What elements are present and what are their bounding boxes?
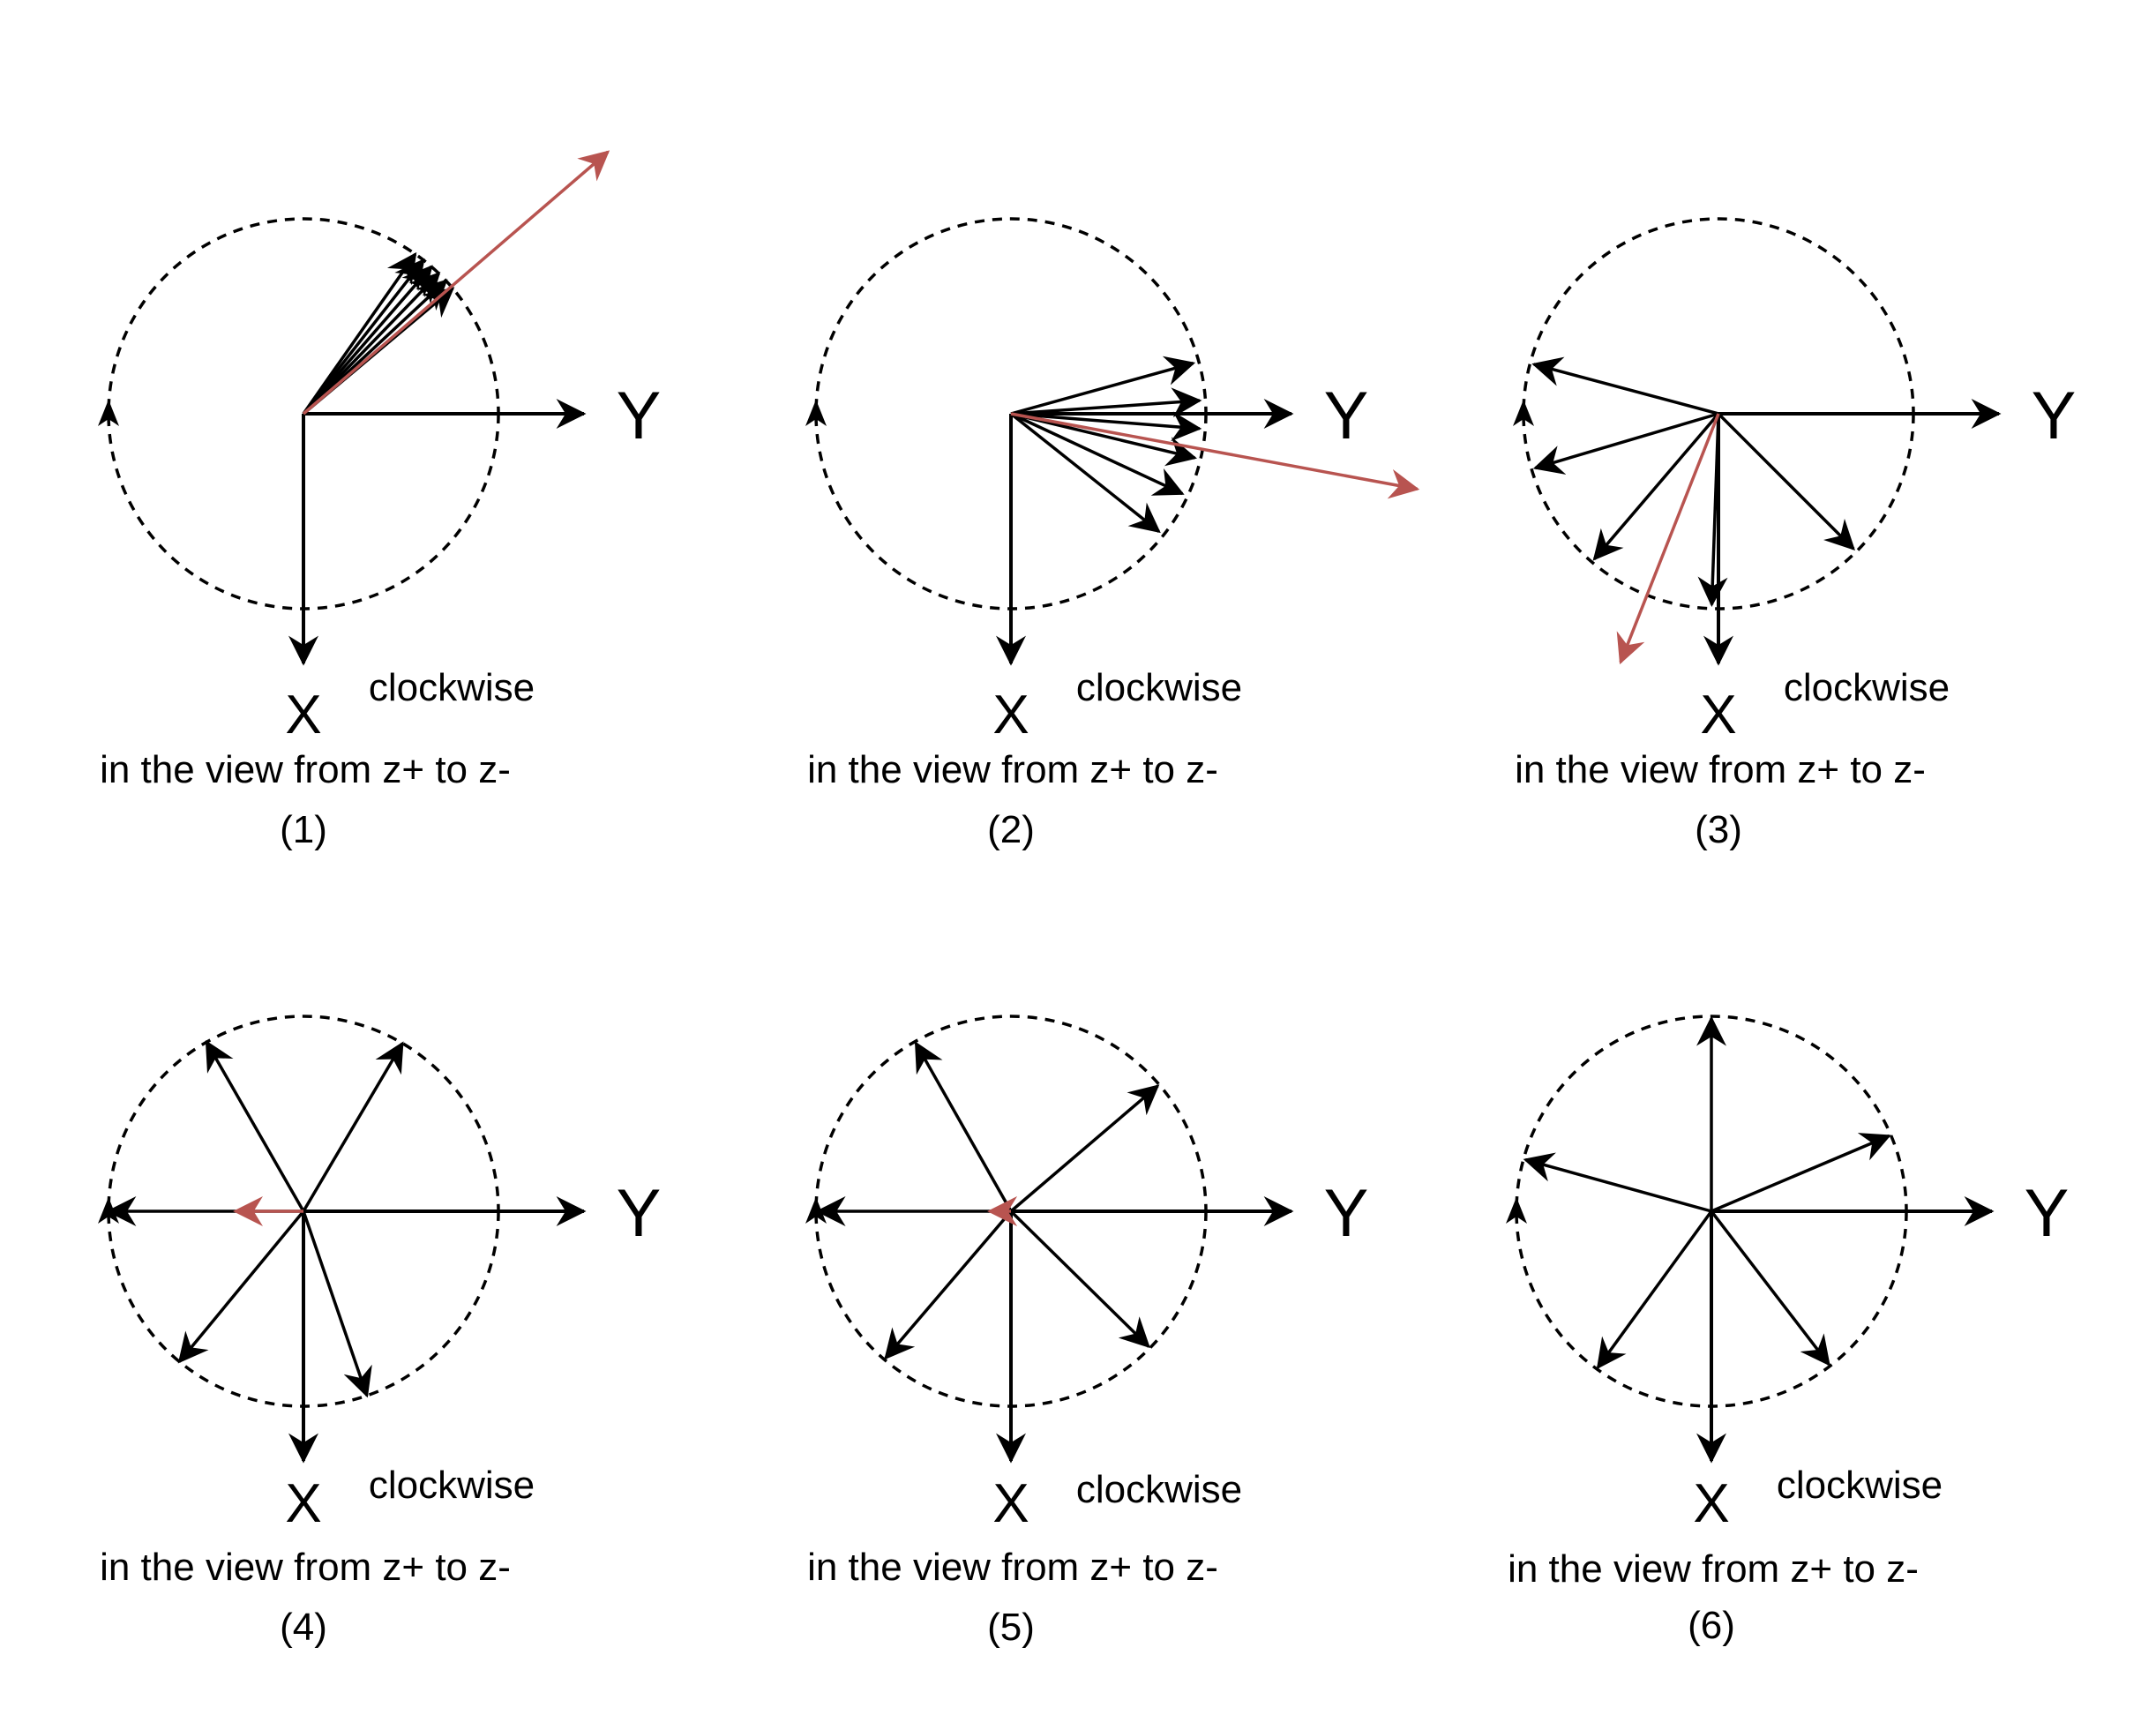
vector-arrow <box>1010 412 1185 496</box>
resultant-vector-arrow <box>1616 413 1720 665</box>
vector-arrow <box>205 1039 305 1212</box>
x-axis-label: X <box>1693 1473 1729 1534</box>
clockwise-direction-icon <box>805 400 827 426</box>
vector-arrow <box>1532 412 1719 475</box>
y-axis-label: Y <box>617 378 662 453</box>
rotation-direction-label: clockwise <box>369 1464 535 1507</box>
panel-number: (6) <box>1688 1604 1735 1647</box>
vector-arrow <box>1009 1084 1160 1213</box>
resultant-vector-arrow <box>302 150 610 416</box>
y-axis-label: Y <box>1324 1176 1369 1251</box>
vector-arrow <box>1010 411 1202 442</box>
x-axis-label: X <box>285 685 321 745</box>
panel-number: (4) <box>280 1606 327 1649</box>
vector-arrow <box>302 1041 404 1212</box>
view-caption: in the view from z+ to z- <box>100 1546 511 1589</box>
x-axis-label: X <box>1700 685 1736 745</box>
rotation-direction-label: clockwise <box>1076 666 1242 709</box>
vector-arrow <box>1009 1209 1150 1349</box>
clockwise-direction-icon <box>98 400 119 426</box>
y-axis-label: Y <box>1324 378 1369 453</box>
vector-arrow <box>1697 413 1728 608</box>
x-axis-label: X <box>992 685 1029 745</box>
rotation-direction-label: clockwise <box>1076 1468 1242 1511</box>
y-axis-label: Y <box>2032 378 2077 453</box>
vector-arrow <box>884 1209 1013 1360</box>
view-caption: in the view from z+ to z- <box>807 1546 1218 1589</box>
view-caption: in the view from z+ to z- <box>1515 748 1926 791</box>
panel-number: (3) <box>1695 808 1742 851</box>
vector-arrow <box>1711 1133 1891 1213</box>
x-axis-label: X <box>992 1473 1029 1534</box>
panel-number: (2) <box>987 808 1035 851</box>
view-caption: in the view from z+ to z- <box>100 748 511 791</box>
y-axis-label: Y <box>2025 1176 2070 1251</box>
panel-number: (5) <box>987 1606 1035 1649</box>
vector-arrow <box>1010 412 1197 467</box>
vector-arrow <box>1592 412 1720 561</box>
rotation-direction-label: clockwise <box>369 666 535 709</box>
y-axis-label: Y <box>617 1176 662 1251</box>
vector-arrow <box>1531 356 1719 416</box>
vector-arrow <box>1596 1209 1713 1370</box>
vector-arrow <box>177 1209 305 1364</box>
vector-arrow <box>914 1041 1013 1212</box>
vector-arrow <box>1010 356 1196 416</box>
x-axis-label: X <box>285 1473 321 1534</box>
panel-number: (1) <box>280 808 327 851</box>
vector-arrow <box>1710 1209 1830 1367</box>
vector-arrow <box>1010 387 1202 418</box>
clockwise-direction-icon <box>1513 400 1534 426</box>
clockwise-direction-icon <box>1506 1197 1527 1224</box>
view-caption: in the view from z+ to z- <box>1508 1547 1919 1591</box>
vector-arrow <box>1009 412 1161 534</box>
vector-arrow <box>302 1210 372 1398</box>
resultant-vector-arrow <box>1010 412 1420 499</box>
rotation-direction-label: clockwise <box>1777 1464 1943 1507</box>
rotation-direction-label: clockwise <box>1784 666 1950 709</box>
view-caption: in the view from z+ to z- <box>807 748 1218 791</box>
vector-arrow <box>1523 1152 1712 1213</box>
vector-arrow <box>1717 412 1855 550</box>
